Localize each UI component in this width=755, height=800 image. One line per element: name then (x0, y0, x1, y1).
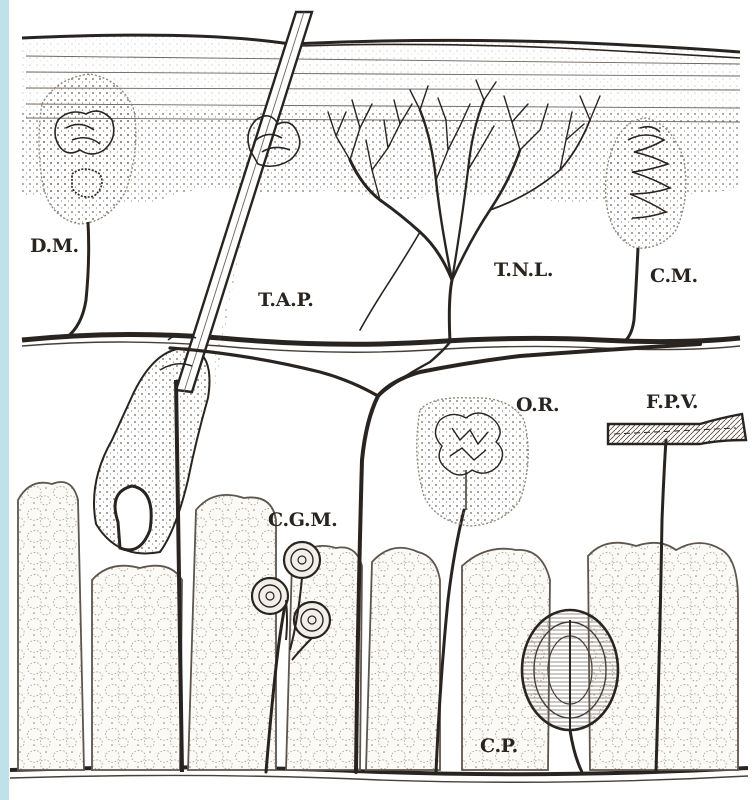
or-receptor (417, 398, 528, 526)
label-or: O.R. (516, 394, 559, 416)
label-cm: C.M. (650, 265, 698, 287)
label-fpv: F.P.V. (646, 391, 698, 413)
label-tnl: T.N.L. (494, 259, 553, 281)
left-edge-strip (0, 0, 9, 800)
label-dm: D.M. (30, 235, 79, 257)
label-cgm: C.G.M. (268, 509, 337, 531)
label-cp: C.P. (480, 735, 518, 757)
label-tap: T.A.P. (258, 289, 314, 311)
